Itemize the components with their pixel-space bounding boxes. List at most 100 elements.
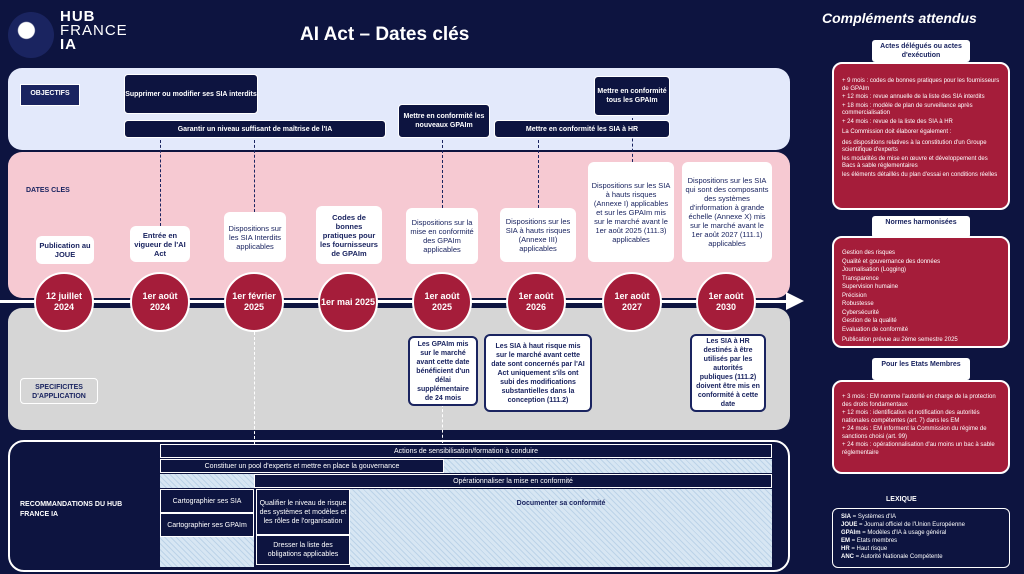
connector bbox=[632, 118, 633, 162]
reco-qualifier: Qualifier le niveau de risque des systèm… bbox=[256, 489, 350, 535]
list-item: Précision bbox=[842, 292, 867, 299]
list-item: Supervision humaine bbox=[842, 284, 899, 290]
connector bbox=[442, 404, 443, 448]
reco-dresser: Dresser la liste des obligations applica… bbox=[256, 535, 350, 565]
list-item: + 12 mois : revue annuelle de la liste d… bbox=[842, 94, 985, 100]
lexique-key: ANC bbox=[841, 554, 854, 560]
objectif-gpaim-nouveaux: Mettre en conformité les nouveaux GPAIm bbox=[398, 104, 490, 138]
objectif-garantir: Garantir un niveau suffisant de maîtrise… bbox=[124, 120, 386, 138]
objectif-supprimer: Supprimer ou modifier ses SIA interdits bbox=[124, 74, 258, 114]
lexique-value: = Haut risque bbox=[849, 546, 888, 552]
date-desc-4: Dispositions sur la mise en conformité d… bbox=[406, 208, 478, 264]
list-item: Transparence bbox=[842, 275, 879, 282]
list-item: Gestion de la qualité bbox=[842, 318, 897, 324]
list-item: + 3 mois : EM nomme l'autorité en charge… bbox=[842, 394, 996, 408]
list-item: + 12 mois : identification et notificati… bbox=[842, 410, 980, 424]
lexique-entry: ANC = Autorité Nationale Compétente bbox=[841, 553, 1001, 561]
list-item: les éléments détaillés du plan d'essai e… bbox=[842, 171, 998, 178]
specificites-band bbox=[8, 308, 790, 430]
lexique-key: GPAIm bbox=[841, 530, 861, 536]
connector bbox=[442, 140, 443, 208]
reco-operationnaliser: Opérationnaliser la mise en conformité bbox=[254, 474, 772, 488]
logo-emblem-icon bbox=[8, 12, 54, 58]
connector bbox=[538, 140, 539, 208]
timeline-arrow-icon bbox=[786, 292, 804, 310]
date-desc-0: Publication au JOUE bbox=[36, 236, 94, 264]
reco-operationnaliser-hatch bbox=[160, 474, 254, 488]
date-desc-5: Dispositions sur les SIA à hauts risques… bbox=[500, 208, 576, 262]
lexique-entry: EM = Etats membres bbox=[841, 537, 1001, 545]
lexique-entry: JOUE = Journal officiel de l'Union Europ… bbox=[841, 521, 1001, 529]
date-circle-5: 1er août 2026 bbox=[506, 272, 566, 332]
list-item: des dispositions relatives à la constitu… bbox=[842, 139, 987, 154]
spec-sia-public: Les SIA à HR destinés à être utilisés pa… bbox=[690, 334, 766, 412]
date-circle-4: 1er août 2025 bbox=[412, 272, 472, 332]
objectif-sia-hr: Mettre en conformité les SIA à HR bbox=[494, 120, 670, 138]
lexique-value: = Modèles d'IA à usage général bbox=[860, 530, 947, 536]
list-item: Evaluation de conformité bbox=[842, 326, 909, 333]
connector bbox=[160, 140, 161, 226]
lexique-entry: HR = Haut risque bbox=[841, 545, 1001, 553]
date-circle-1: 1er août 2024 bbox=[130, 272, 190, 332]
list-item: + 18 mois : modèle de plan de surveillan… bbox=[842, 102, 973, 117]
date-circle-3: 1er mai 2025 bbox=[318, 272, 378, 332]
reco-carto-hatch bbox=[160, 537, 254, 567]
reco-pool-hatch bbox=[444, 459, 772, 473]
connector bbox=[254, 140, 255, 212]
actes-note: La Commission doit élaborer également : bbox=[842, 129, 952, 135]
etats-panel: + 3 mois : EM nomme l'autorité en charge… bbox=[832, 380, 1010, 474]
reco-documenter-label: Documenter sa conformité bbox=[516, 500, 606, 507]
actes-list-2: des dispositions relatives à la constitu… bbox=[842, 140, 1000, 180]
lexique-key: JOUE bbox=[841, 522, 858, 528]
reco-actions: Actions de sensibilisation/formation à c… bbox=[160, 444, 772, 458]
reco-documenter: Documenter sa conformité bbox=[350, 489, 772, 567]
normes-heading: Normes harmonisées bbox=[872, 216, 970, 238]
date-circle-7: 1er août 2030 bbox=[696, 272, 756, 332]
normes-list: Gestion des risques Qualité et gouvernan… bbox=[842, 250, 1000, 334]
list-item: Robustesse bbox=[842, 301, 874, 307]
date-desc-6: Dispositions sur les SIA à hauts risques… bbox=[588, 162, 674, 262]
logo-france: FRANCE bbox=[60, 22, 128, 39]
right-title: Compléments attendus bbox=[822, 10, 977, 26]
reco-carto-sia: Cartographier ses SIA bbox=[160, 489, 254, 513]
etats-list: + 3 mois : EM nomme l'autorité en charge… bbox=[842, 394, 1000, 457]
lexique-value: = Etats membres bbox=[850, 538, 898, 544]
date-circle-6: 1er août 2027 bbox=[602, 272, 662, 332]
date-circle-2: 1er février 2025 bbox=[224, 272, 284, 332]
reco-pool: Constituer un pool d'experts et mettre e… bbox=[160, 459, 444, 473]
normes-note: Publication prévue au 2ème semestre 2025 bbox=[842, 337, 958, 343]
reco-carto-gpaim: Cartographier ses GPAIm bbox=[160, 513, 254, 537]
date-desc-2: Dispositions sur les SIA Interdits appli… bbox=[224, 212, 286, 262]
lexique-key: EM bbox=[841, 538, 850, 544]
list-item: + 9 mois : codes de bonnes pratiques pou… bbox=[842, 78, 1000, 92]
lexique-entry: SIA = Systèmes d'IA bbox=[841, 513, 1001, 521]
lexique-entry: GPAIm = Modèles d'IA à usage général bbox=[841, 529, 1001, 537]
hub-france-ia-logo: HUB FRANCE IA bbox=[8, 8, 128, 58]
logo-ia: IA bbox=[60, 36, 77, 53]
specificites-label: SPECIFICITES D'APPLICATION bbox=[20, 378, 98, 404]
list-item: Gestion des risques bbox=[842, 250, 896, 256]
list-item: + 24 mois : EM informent la Commission d… bbox=[842, 426, 987, 440]
dates-label: DATES CLES bbox=[26, 187, 70, 194]
spec-sia-hr: Les SIA à haut risque mis sur le marché … bbox=[484, 334, 592, 412]
logo-hub: HUB bbox=[60, 8, 96, 25]
list-item: les modalités de mise en œuvre et dévelo… bbox=[842, 155, 988, 170]
list-item: Cybersécurité bbox=[842, 309, 880, 316]
recommandations-label: RECOMMANDATIONS DU HUB FRANCE IA bbox=[20, 501, 123, 518]
list-item: + 24 mois : revue de la liste des SIA à … bbox=[842, 118, 953, 125]
etats-heading: Pour les Etats Membres bbox=[872, 358, 970, 380]
objectif-tous-gpaim: Mettre en conformité tous les GPAIm bbox=[594, 76, 670, 116]
timeline-line bbox=[0, 300, 800, 303]
actes-heading: Actes délégués ou actes d'exécution bbox=[872, 40, 970, 62]
lexique-key: SIA bbox=[841, 514, 852, 520]
date-desc-3: Codes de bonnes pratiques pour les fourn… bbox=[316, 206, 382, 264]
list-item: Qualité et gouvernance des données bbox=[842, 258, 941, 265]
actes-list: + 9 mois : codes de bonnes pratiques pou… bbox=[842, 78, 1000, 126]
connector bbox=[254, 332, 255, 444]
date-desc-7: Dispositions sur les SIA qui sont des co… bbox=[682, 162, 772, 262]
actes-panel: + 9 mois : codes de bonnes pratiques pou… bbox=[832, 62, 1010, 210]
date-circle-0: 12 juillet 2024 bbox=[34, 272, 94, 332]
list-item: Journalisation (Logging) bbox=[842, 267, 907, 273]
page-title: AI Act – Dates clés bbox=[300, 24, 470, 45]
objectifs-label: OBJECTIFS bbox=[20, 84, 80, 106]
